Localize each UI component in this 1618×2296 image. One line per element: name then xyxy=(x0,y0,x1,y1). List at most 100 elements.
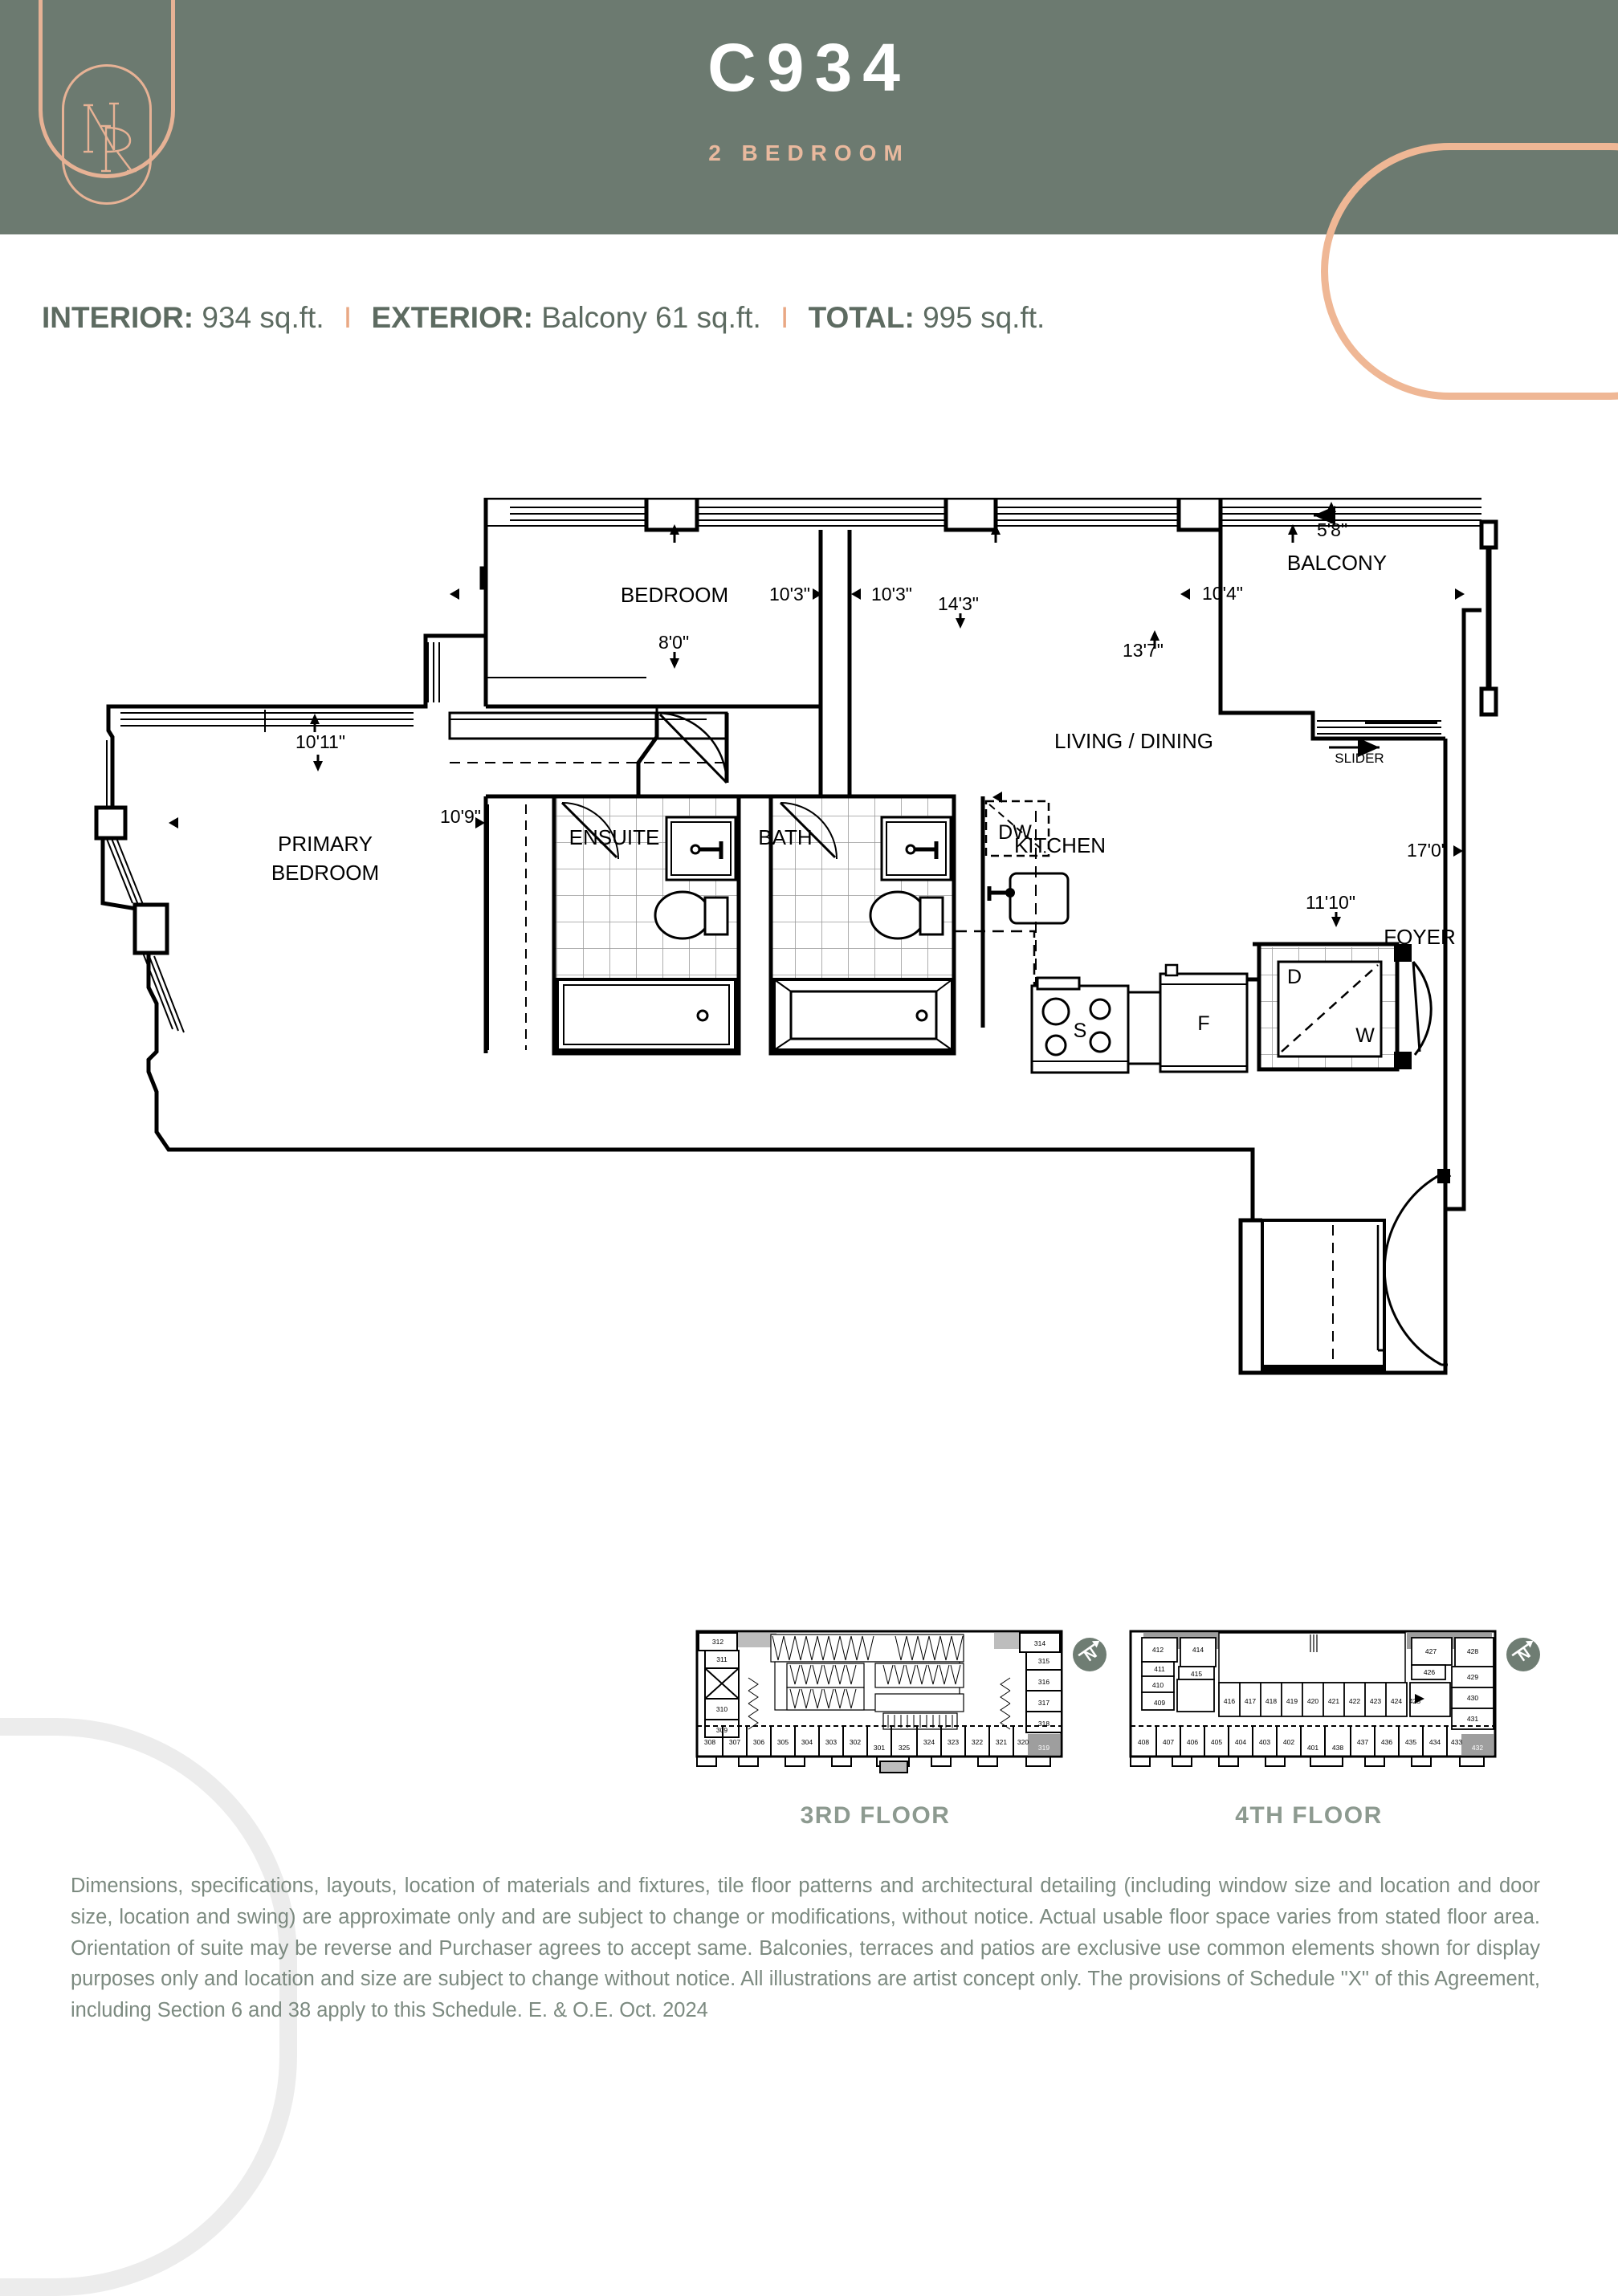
svg-text:321: 321 xyxy=(996,1738,1007,1746)
dimension-10-4: 10'4" xyxy=(1202,583,1243,604)
area-specifications: INTERIOR: 934 sq.ft. I EXTERIOR: Balcony… xyxy=(42,301,1045,335)
appliance-label-dryer: D xyxy=(1287,966,1302,988)
svg-text:424: 424 xyxy=(1391,1697,1402,1705)
appliance-label-stove: S xyxy=(1074,1020,1087,1042)
door-note-slider: SLIDER xyxy=(1335,751,1384,766)
svg-text:421: 421 xyxy=(1328,1697,1339,1705)
floor-plan-drawing: BEDROOM BALCONY PRIMARY BEDROOM ENSUITE … xyxy=(0,498,1618,1509)
room-label-foyer: FOYER xyxy=(1384,925,1456,949)
page-title: C934 xyxy=(707,30,911,105)
north-indicator-3rd-floor: N xyxy=(1073,1638,1107,1671)
dimension-14-3: 14'3" xyxy=(938,593,979,614)
svg-text:405: 405 xyxy=(1211,1738,1222,1746)
svg-text:410: 410 xyxy=(1152,1681,1164,1689)
total-value: 995 sq.ft. xyxy=(923,301,1045,334)
svg-text:414: 414 xyxy=(1192,1646,1204,1654)
svg-text:303: 303 xyxy=(825,1738,837,1746)
interior-label: INTERIOR: xyxy=(42,301,194,334)
svg-text:423: 423 xyxy=(1370,1697,1381,1705)
svg-text:402: 402 xyxy=(1283,1738,1294,1746)
svg-text:324: 324 xyxy=(923,1738,935,1746)
room-label-kitchen: KITCHEN xyxy=(1014,833,1106,857)
svg-text:420: 420 xyxy=(1307,1697,1318,1705)
svg-text:311: 311 xyxy=(716,1655,727,1663)
svg-text:428: 428 xyxy=(1467,1647,1478,1655)
svg-text:317: 317 xyxy=(1038,1699,1049,1707)
svg-text:401: 401 xyxy=(1307,1744,1318,1752)
svg-text:416: 416 xyxy=(1224,1697,1235,1705)
svg-text:314: 314 xyxy=(1034,1639,1045,1647)
svg-text:302: 302 xyxy=(850,1738,861,1746)
svg-text:312: 312 xyxy=(712,1638,723,1646)
svg-text:436: 436 xyxy=(1381,1738,1392,1746)
logo-oval-frame xyxy=(62,64,152,205)
room-label-balcony: BALCONY xyxy=(1287,551,1387,575)
svg-text:404: 404 xyxy=(1235,1738,1246,1746)
decorative-arch-top-right xyxy=(1321,143,1618,400)
suite-type-label: 2 BEDROOM xyxy=(708,140,910,165)
dimension-10-9: 10'9" xyxy=(440,806,481,827)
appliance-label-washer: W xyxy=(1355,1024,1375,1047)
svg-text:430: 430 xyxy=(1467,1694,1478,1702)
spec-separator-1: I xyxy=(343,301,353,334)
dimension-11-10: 11'10" xyxy=(1306,892,1355,913)
svg-text:433: 433 xyxy=(1451,1738,1462,1746)
svg-text:316: 316 xyxy=(1038,1678,1049,1686)
svg-text:438: 438 xyxy=(1332,1744,1343,1752)
svg-text:322: 322 xyxy=(972,1738,983,1746)
svg-text:431: 431 xyxy=(1467,1715,1478,1723)
room-label-primary-bedroom-2: BEDROOM xyxy=(271,861,379,885)
keyplan-caption-3rd-floor: 3RD FLOOR xyxy=(800,1802,951,1829)
dimension-10-11: 10'11" xyxy=(295,731,345,752)
svg-text:310: 310 xyxy=(716,1705,727,1713)
svg-text:407: 407 xyxy=(1163,1738,1174,1746)
exterior-value: Balcony 61 sq.ft. xyxy=(541,301,761,334)
svg-text:409: 409 xyxy=(1154,1699,1165,1707)
svg-text:412: 412 xyxy=(1152,1646,1164,1654)
dimension-17-0: 17'0" xyxy=(1407,840,1448,861)
svg-text:434: 434 xyxy=(1429,1738,1441,1746)
room-label-living-dining: LIVING / DINING xyxy=(1054,729,1213,753)
svg-text:408: 408 xyxy=(1138,1738,1149,1746)
dimension-10-3-left: 10'3" xyxy=(769,584,810,605)
svg-text:306: 306 xyxy=(753,1738,764,1746)
svg-text:417: 417 xyxy=(1245,1697,1256,1705)
svg-text:301: 301 xyxy=(874,1744,885,1752)
room-label-bath: BATH xyxy=(758,825,812,849)
exterior-label: EXTERIOR: xyxy=(371,301,533,334)
svg-text:427: 427 xyxy=(1425,1647,1437,1655)
svg-text:425: 425 xyxy=(1409,1697,1420,1705)
svg-text:403: 403 xyxy=(1259,1738,1270,1746)
nr-monogram-icon xyxy=(84,102,137,173)
keyplan-caption-4th-floor: 4TH FLOOR xyxy=(1235,1802,1383,1829)
room-label-primary-bedroom-1: PRIMARY xyxy=(278,832,373,856)
svg-text:309: 309 xyxy=(716,1726,727,1734)
legal-disclaimer: Dimensions, specifications, layouts, loc… xyxy=(71,1875,1540,2021)
svg-text:419: 419 xyxy=(1286,1697,1298,1705)
svg-text:415: 415 xyxy=(1191,1670,1202,1678)
appliance-label-fridge: F xyxy=(1197,1012,1209,1035)
svg-text:320: 320 xyxy=(1017,1738,1029,1746)
svg-text:307: 307 xyxy=(729,1738,740,1746)
svg-text:406: 406 xyxy=(1187,1738,1198,1746)
svg-text:N: N xyxy=(1515,1645,1534,1665)
dimension-10-3-right: 10'3" xyxy=(871,584,912,605)
svg-text:435: 435 xyxy=(1405,1738,1416,1746)
svg-text:305: 305 xyxy=(777,1738,789,1746)
svg-text:318: 318 xyxy=(1038,1720,1049,1728)
svg-text:437: 437 xyxy=(1357,1738,1368,1746)
svg-text:411: 411 xyxy=(1154,1665,1165,1673)
total-label: TOTAL: xyxy=(808,301,915,334)
brand-logo xyxy=(39,0,175,205)
svg-text:429: 429 xyxy=(1467,1673,1478,1681)
svg-text:308: 308 xyxy=(704,1738,715,1746)
floor-plan-svg: BEDROOM BALCONY PRIMARY BEDROOM ENSUITE … xyxy=(94,498,1498,1375)
svg-text:323: 323 xyxy=(948,1738,959,1746)
svg-text:319: 319 xyxy=(1038,1744,1049,1752)
svg-text:426: 426 xyxy=(1424,1668,1435,1676)
interior-value: 934 sq.ft. xyxy=(202,301,324,334)
room-label-bedroom: BEDROOM xyxy=(621,583,728,607)
dimension-8-0: 8'0" xyxy=(658,632,689,653)
svg-text:418: 418 xyxy=(1265,1697,1277,1705)
